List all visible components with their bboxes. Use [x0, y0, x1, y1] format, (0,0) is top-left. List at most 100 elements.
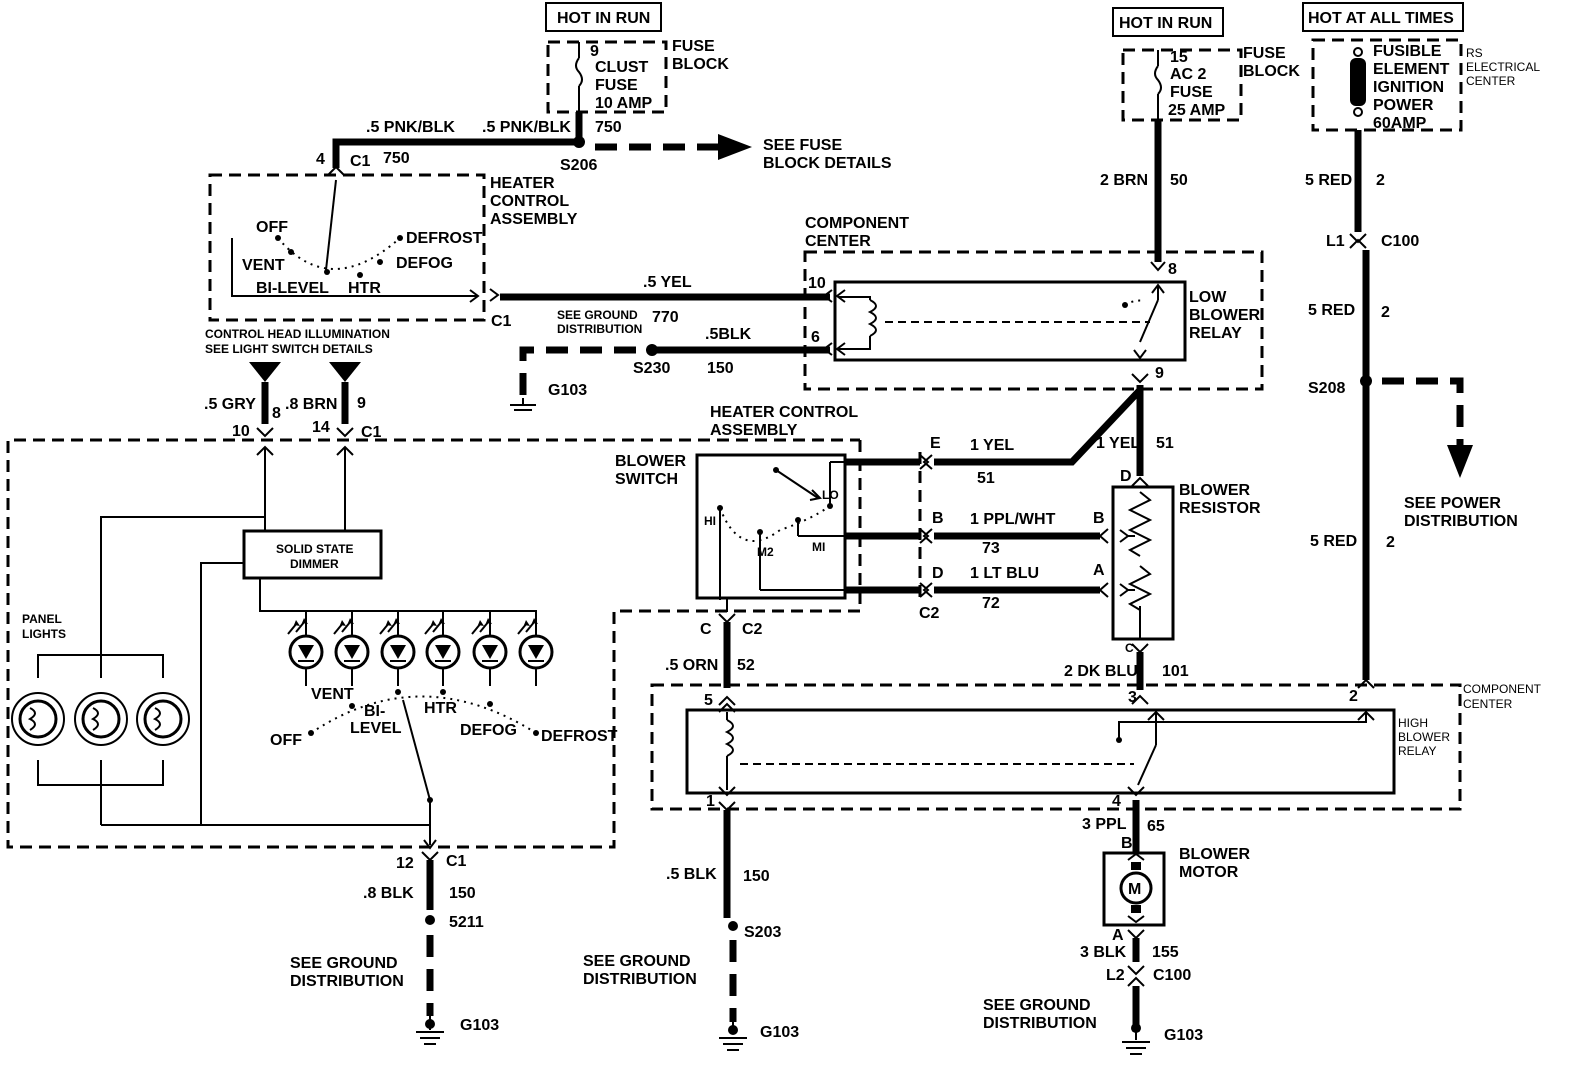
relay-label: HIGH [1398, 716, 1428, 730]
svg-text:OFF: OFF [270, 732, 302, 749]
wire-52 [718, 598, 736, 706]
low-blower-relay [803, 250, 1264, 391]
splice-label: S206 [560, 157, 597, 174]
wire-50 [1150, 120, 1166, 272]
svg-text:CLUST: CLUST [595, 59, 649, 76]
wire-770 [489, 288, 833, 303]
wire-155 [1122, 929, 1150, 1055]
wire-label: .8 BLK [363, 885, 414, 902]
hot-in-run-label-2: HOT IN RUN [1112, 7, 1224, 37]
svg-text:DEFROST: DEFROST [406, 230, 483, 247]
led-icon [333, 611, 370, 686]
wire-72 [919, 582, 1109, 598]
svg-text:HTR: HTR [348, 280, 381, 297]
svg-text:HOT IN RUN: HOT IN RUN [557, 10, 650, 27]
see-ground-label: SEE GROUND [583, 953, 691, 970]
connector-label: C1 [446, 853, 467, 870]
circuit-number: 770 [652, 309, 679, 326]
ground-label: G103 [760, 1024, 799, 1041]
clust-fuse: 9 CLUST FUSE 10 AMP [546, 40, 668, 114]
wire-750 [332, 112, 752, 168]
svg-text:25 AMP: 25 AMP [1168, 102, 1226, 119]
svg-text:HTR: HTR [424, 700, 457, 717]
svg-text:60AMP: 60AMP [1373, 115, 1427, 132]
lower-heater-control-assembly: SOLID STATE DIMMER PANEL LIGHTS [6, 438, 862, 849]
svg-text:BI-: BI- [364, 703, 385, 720]
see-ground-label: DISTRIBUTION [557, 322, 642, 336]
circuit-number: 2 [1386, 534, 1395, 551]
wire-101 [1131, 643, 1149, 705]
splice-label: S208 [1308, 380, 1345, 397]
circuit-number: 150 [449, 885, 476, 902]
circuit-number: 101 [1162, 663, 1189, 680]
circuit-number: 52 [737, 657, 755, 674]
wire-label: .5 YEL [643, 274, 692, 291]
component-center-label: COMPONENT [805, 215, 909, 232]
svg-text:SOLID STATE: SOLID STATE [276, 542, 354, 556]
circuit-number: 51 [1156, 435, 1174, 452]
pin-label: 4 [1112, 793, 1121, 810]
wire-label: 3 PPL [1082, 816, 1127, 833]
blower-switch-label: BLOWER [615, 453, 687, 470]
fusible-element: FUSIBLE ELEMENT IGNITION POWER 60AMP [1311, 38, 1463, 132]
svg-text:FUSIBLE: FUSIBLE [1373, 43, 1442, 60]
svg-text:FUSE: FUSE [1170, 84, 1213, 101]
rs-center-label-2: ELECTRICAL [1466, 60, 1540, 74]
see-ground-label: SEE GROUND [557, 308, 638, 322]
hca-label: ASSEMBLY [490, 211, 578, 228]
panel-lamp-icon [74, 692, 128, 746]
motor-label: BLOWER [1179, 846, 1251, 863]
control-head-label: CONTROL HEAD ILLUMINATION [205, 327, 390, 341]
panel-lamp-icon [136, 692, 190, 746]
heater-control-assembly-top: OFF VENT BI-LEVEL HTR DEFOG DEFROST [208, 165, 486, 322]
indicator-leds [287, 611, 554, 686]
wire-150-s203 [718, 801, 747, 1051]
wire-label: 2 DK BLU [1064, 663, 1138, 680]
component-center-label: CENTER [1463, 697, 1513, 711]
svg-text:DEFROST: DEFROST [541, 728, 618, 745]
wire-2-red [1349, 130, 1473, 689]
svg-text:BI-LEVEL: BI-LEVEL [256, 280, 329, 297]
svg-text:10 AMP: 10 AMP [595, 95, 653, 112]
wire-label: .5 PNK/BLK [482, 119, 571, 136]
connector-label: C2 [742, 621, 763, 638]
wire-label: .5 GRY [204, 396, 256, 413]
circuit-number: 150 [707, 360, 734, 377]
connector-label: C1 [361, 424, 382, 441]
circuit-number: 51 [977, 470, 995, 487]
see-ground-label: SEE GROUND [290, 955, 398, 972]
hca-label: CONTROL [490, 193, 569, 210]
fuse-block-label-1b: BLOCK [672, 56, 729, 73]
panel-lamp-icon [11, 692, 65, 746]
pin-label: 9 [1155, 365, 1164, 382]
see-fuse-label: BLOCK DETAILS [763, 155, 892, 172]
pin-label: B [932, 510, 944, 527]
svg-text:VENT: VENT [242, 257, 285, 274]
pin-label: C [1125, 641, 1134, 655]
relay-label: RELAY [1189, 325, 1242, 342]
wire-label: .5 BLK [666, 866, 717, 883]
svg-text:OFF: OFF [256, 219, 288, 236]
connector-label: C100 [1153, 967, 1191, 984]
circuit-number: 155 [1152, 944, 1179, 961]
component-center-label: CENTER [805, 233, 871, 250]
pin-label: 12 [396, 855, 414, 872]
circuit-number: 150 [743, 868, 770, 885]
control-head-label: SEE LIGHT SWITCH DETAILS [205, 342, 373, 356]
pin-label: B [1093, 510, 1105, 527]
see-fuse-label: SEE FUSE [763, 137, 842, 154]
svg-text:DIMMER: DIMMER [290, 557, 339, 571]
pin-label: 2 [1349, 688, 1358, 705]
connector-label: C1 [350, 153, 371, 170]
blower-switch-label: SWITCH [615, 471, 678, 488]
wire-label: 1 YEL [970, 437, 1014, 454]
fuse-block-label-2: FUSE [1243, 45, 1286, 62]
svg-text:M: M [1128, 881, 1141, 898]
circuit-number: 73 [982, 540, 1000, 557]
wire-label: 3 BLK [1080, 944, 1127, 961]
hca-label: HEATER CONTROL [710, 404, 858, 421]
hot-at-all-times-label: HOT AT ALL TIMES [1302, 2, 1464, 32]
pin-label: 6 [811, 329, 820, 346]
svg-text:HOT IN RUN: HOT IN RUN [1119, 15, 1212, 32]
fuse-block-label-1: FUSE [672, 38, 715, 55]
